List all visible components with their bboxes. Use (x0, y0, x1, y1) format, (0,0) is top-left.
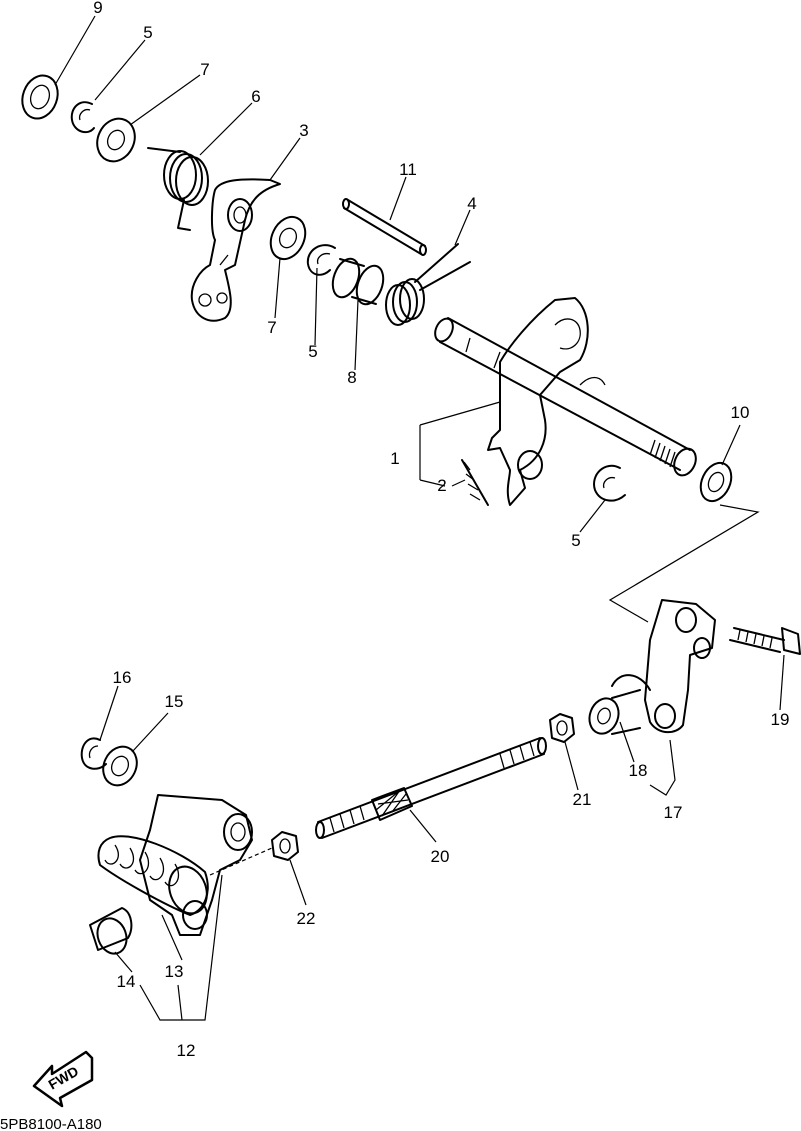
callout-11: 11 (399, 160, 417, 179)
collar-part-8 (331, 257, 385, 306)
callout-15: 15 (165, 692, 184, 711)
callout-19: 19 (771, 710, 790, 729)
circlip-part-5-upper (70, 101, 95, 134)
shift-lever-part-17 (588, 599, 716, 735)
callout-20: 20 (431, 847, 450, 866)
washer-part-15 (102, 745, 138, 787)
callout-7: 7 (200, 60, 209, 79)
washer-part-9 (21, 74, 59, 120)
callout-4: 4 (467, 194, 476, 213)
circlip-part-16 (80, 737, 107, 770)
forward-direction-arrow-icon: FWD (32, 1050, 94, 1108)
drawing-code: 5PB8100-A180 (0, 1116, 102, 1131)
callout-14: 14 (117, 972, 136, 991)
spring-part-4 (385, 243, 471, 326)
callout-18: 18 (629, 761, 648, 780)
callout-16: 16 (113, 668, 132, 687)
callout-6: 6 (251, 87, 260, 106)
pin-part-11 (342, 198, 427, 256)
leader-lines (54, 15, 785, 1021)
callout-2: 2 (437, 476, 446, 495)
callout-5: 5 (308, 342, 317, 361)
washer-part-10 (699, 461, 733, 503)
circlip-part-5-lower (593, 464, 626, 502)
shift-pedal-part-12 (97, 794, 273, 936)
washer-part-7-upper (96, 117, 136, 163)
callout-9: 9 (93, 0, 102, 17)
callout-12: 12 (177, 1041, 196, 1060)
bolt-part-19 (729, 627, 801, 655)
shaft-to-lever-link-line (608, 504, 760, 623)
callout-17: 17 (664, 803, 683, 822)
callout-1: 1 (390, 449, 399, 468)
callout-3: 3 (299, 121, 308, 140)
nut-part-21 (549, 713, 575, 743)
callout-5: 5 (571, 531, 580, 550)
callout-8: 8 (347, 368, 356, 387)
spring-part-2 (461, 459, 489, 506)
spring-part-6 (147, 147, 209, 231)
callout-5: 5 (143, 23, 152, 42)
cap-part-14 (89, 907, 133, 955)
washer-part-7-middle (269, 215, 307, 261)
circlip-part-5-middle (306, 244, 336, 276)
nut-part-22 (271, 831, 299, 861)
callout-21: 21 (573, 790, 592, 809)
callout-22: 22 (297, 909, 316, 928)
callout-13: 13 (165, 962, 184, 981)
callout-7: 7 (267, 318, 276, 337)
callout-10: 10 (731, 403, 750, 422)
shift-shaft-part-1 (434, 297, 697, 506)
shift-rod-part-20 (315, 737, 547, 839)
callout-labels: 9 5 7 6 3 11 4 7 5 8 1 2 10 5 16 15 19 1… (93, 0, 789, 1060)
shift-segment-part-3 (190, 178, 281, 322)
